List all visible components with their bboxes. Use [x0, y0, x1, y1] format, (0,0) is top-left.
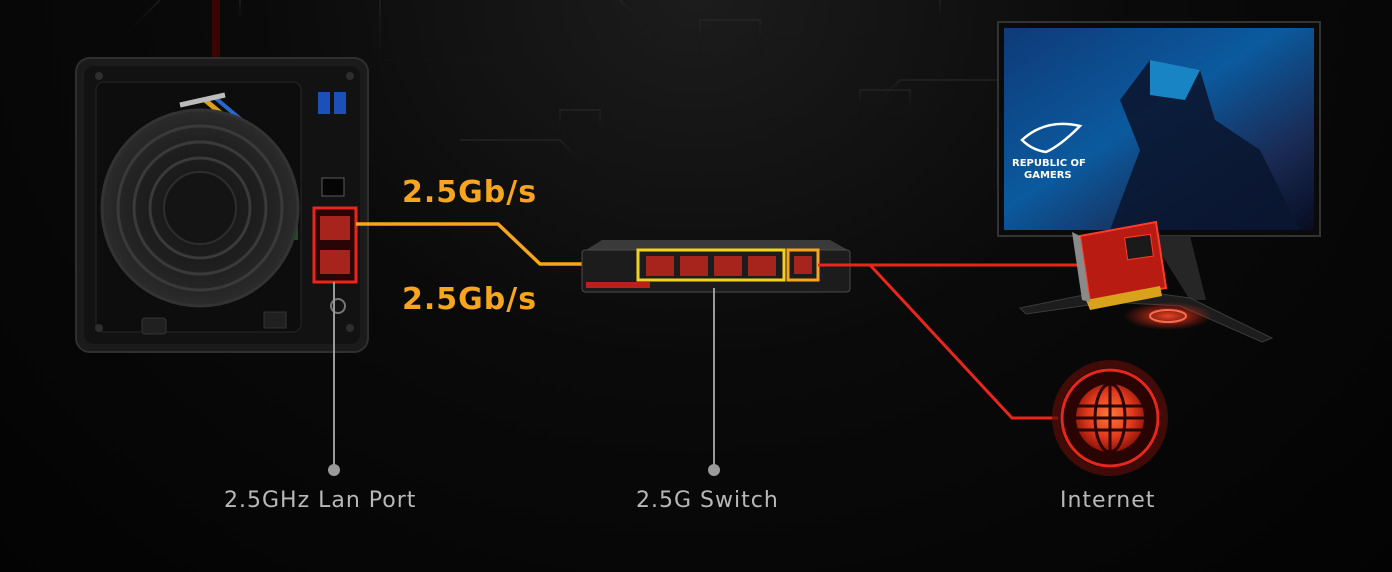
- monitor-screen-text-line1: REPUBLIC OF: [1012, 158, 1086, 169]
- upper-link-speed-label: 2.5Gb/s: [402, 175, 538, 210]
- internet-caption: Internet: [1060, 488, 1156, 513]
- switch-uplink-wires: [818, 263, 1090, 420]
- lower-link-speed-label: 2.5Gb/s: [402, 282, 538, 317]
- background-red-accent: [212, 0, 220, 70]
- network-switch-icon: [581, 240, 851, 293]
- nas-device-icon: [75, 57, 369, 353]
- network-card-icon: [1072, 220, 1168, 310]
- gaming-monitor-icon: [997, 21, 1321, 343]
- nas-lan-port-caption: 2.5GHz Lan Port: [224, 488, 417, 513]
- background-circuit-pattern: [0, 0, 1010, 181]
- nas-lan-ports: [312, 206, 358, 284]
- monitor-screen-text-line2: GAMERS: [1024, 170, 1072, 181]
- switch-caption: 2.5G Switch: [636, 488, 779, 513]
- globe-icon: [1052, 360, 1168, 476]
- caption-leader-lines: [328, 282, 720, 476]
